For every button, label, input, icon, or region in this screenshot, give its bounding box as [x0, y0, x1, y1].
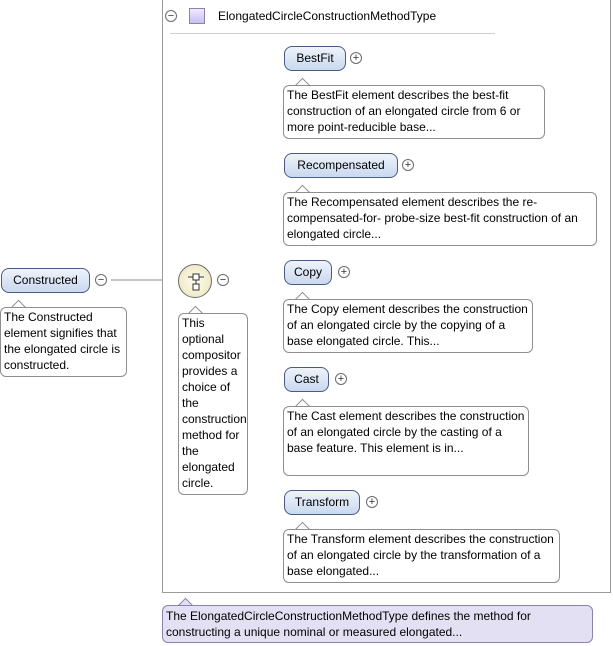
element-bestfit[interactable]: BestFit	[284, 46, 346, 71]
choice-compositor-icon[interactable]	[178, 264, 212, 298]
element-constructed[interactable]: Constructed	[1, 268, 90, 293]
expand-bestfit-icon[interactable]: +	[350, 52, 362, 64]
type-header-divider	[170, 33, 495, 34]
collapse-constructed-icon[interactable]: −	[95, 274, 107, 286]
collapse-compositor-icon[interactable]: −	[217, 274, 229, 286]
cast-documentation: The Cast element describes the construct…	[283, 406, 529, 476]
recompensated-documentation: The Recompensated element describes the …	[283, 192, 597, 246]
element-copy[interactable]: Copy	[284, 260, 332, 285]
transform-documentation: The Transform element describes the cons…	[283, 529, 560, 583]
element-cast[interactable]: Cast	[284, 367, 329, 392]
type-name: ElongatedCircleConstructionMethodType	[218, 9, 437, 23]
bestfit-documentation: The BestFit element describes the best-f…	[283, 85, 545, 139]
compositor-documentation: This optional compositor provides a choi…	[178, 313, 248, 495]
expand-cast-icon[interactable]: +	[335, 373, 347, 385]
constructed-documentation: The Constructed element signifies that t…	[0, 307, 127, 377]
element-recompensated[interactable]: Recompensated	[284, 153, 398, 178]
expand-transform-icon[interactable]: +	[366, 496, 378, 508]
expand-copy-icon[interactable]: +	[338, 266, 350, 278]
complex-type-icon	[189, 8, 205, 24]
collapse-type-icon[interactable]: −	[165, 10, 177, 22]
element-transform[interactable]: Transform	[284, 490, 360, 515]
type-documentation: The ElongatedCircleConstructionMethodTyp…	[162, 605, 593, 643]
expand-recompensated-icon[interactable]: +	[402, 159, 414, 171]
copy-documentation: The Copy element describes the construct…	[283, 299, 533, 353]
